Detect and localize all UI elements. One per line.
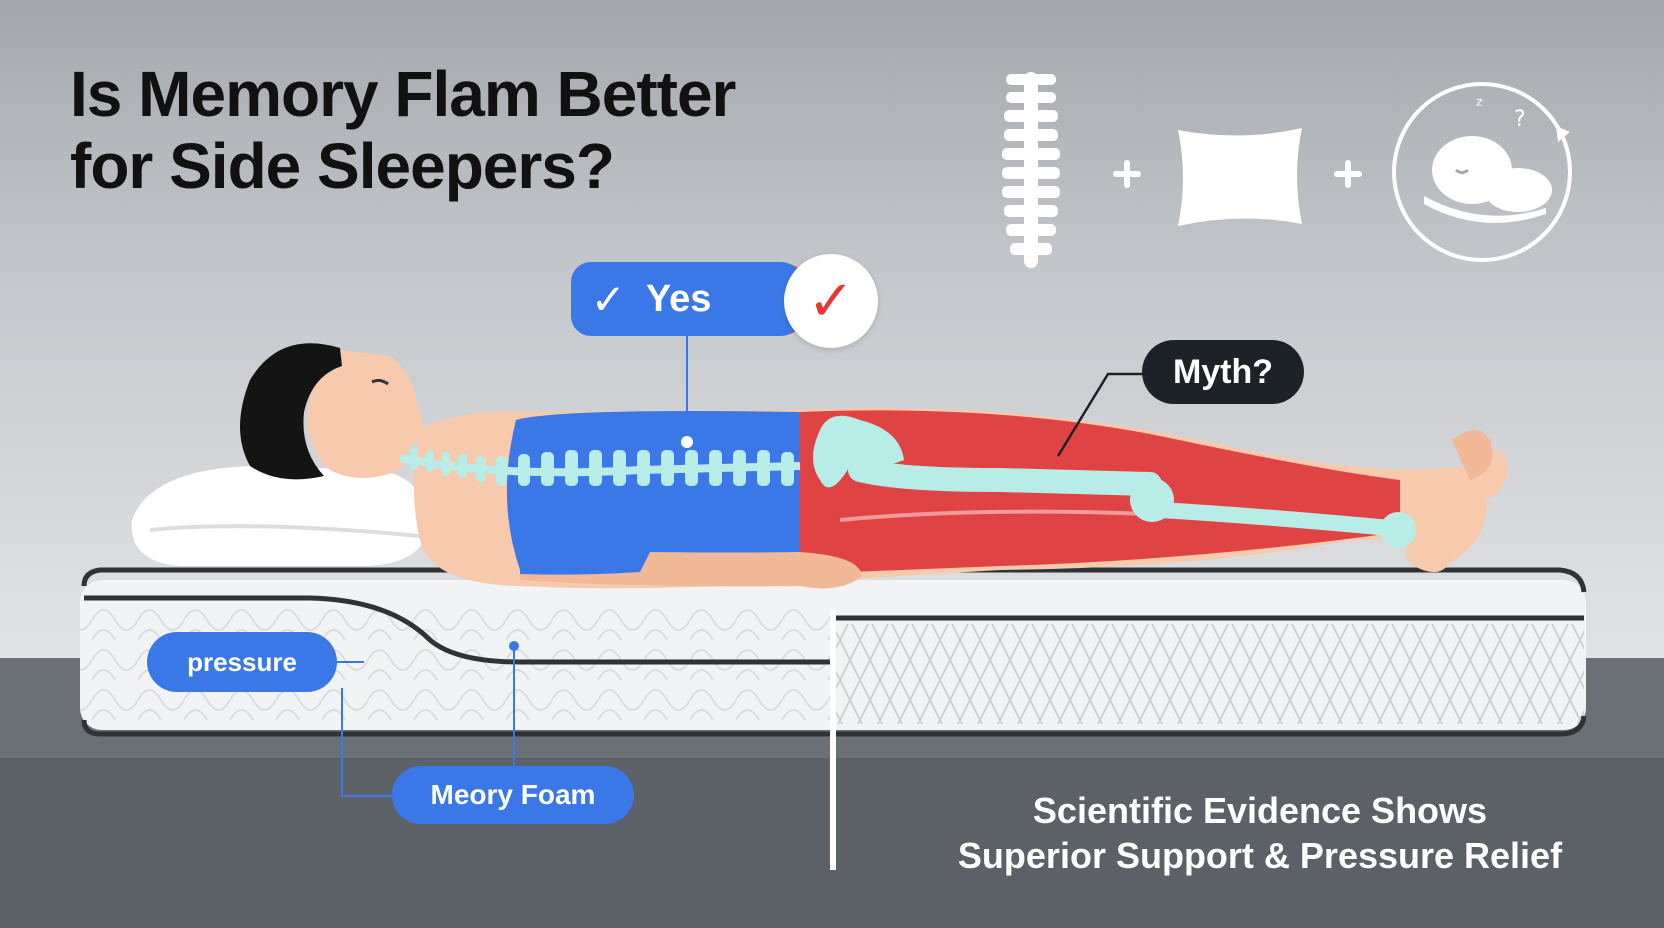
pressure-callout: pressure bbox=[147, 632, 337, 692]
callout-lines bbox=[336, 336, 693, 797]
pillow-icon bbox=[1178, 128, 1302, 226]
evidence-line-2: Superior Support & Pressure Relief bbox=[957, 835, 1563, 876]
pillow bbox=[131, 466, 429, 566]
yes-label: Yes bbox=[645, 277, 712, 320]
evidence-caption: Scientific Evidence Shows Superior Suppo… bbox=[900, 788, 1620, 878]
svg-text:?: ? bbox=[1514, 107, 1526, 132]
myth-label: Myth? bbox=[1172, 352, 1274, 391]
red-check-icon: ✓ bbox=[784, 254, 878, 348]
title-line-2: for Side Sleepers? bbox=[70, 130, 615, 202]
memory-foam-callout: Meory Foam bbox=[392, 766, 634, 824]
plus-icon bbox=[1113, 160, 1141, 188]
memory-foam-label: Meory Foam bbox=[430, 779, 596, 810]
evidence-line-1: Scientific Evidence Shows bbox=[1032, 790, 1488, 831]
spine-icon bbox=[1002, 72, 1060, 268]
plus-icon bbox=[1334, 160, 1362, 188]
myth-leader-line bbox=[1056, 372, 1144, 457]
yes-callout: ✓ Yes bbox=[571, 262, 801, 336]
sleeping-baby-icon: ᶻ ? bbox=[1392, 82, 1572, 262]
svg-text:ᶻ: ᶻ bbox=[1476, 93, 1483, 117]
pressure-label: pressure bbox=[187, 646, 297, 677]
check-icon: ✓ bbox=[590, 275, 626, 323]
title-line-1: Is Memory Flam Better bbox=[70, 58, 736, 130]
spine-skeleton bbox=[399, 415, 1416, 570]
mattress bbox=[80, 567, 1587, 870]
myth-callout: Myth? bbox=[1142, 340, 1304, 404]
page-title: Is Memory Flam Better for Side Sleepers? bbox=[70, 58, 830, 202]
